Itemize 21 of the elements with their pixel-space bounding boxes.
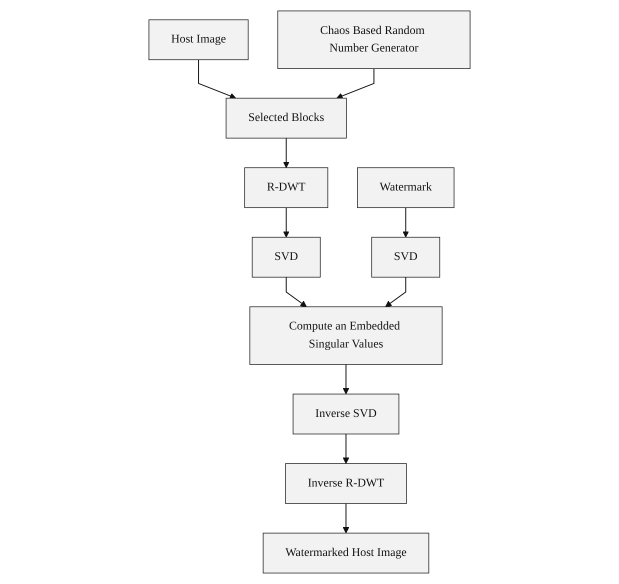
arrow [286,276,307,308]
arrow [282,207,290,238]
arrow [342,434,350,464]
node-box: Inverse SVD [292,394,400,434]
arrow [198,59,236,100]
arrow [385,276,406,308]
node-box: Inverse R-DWT [285,463,407,504]
node-box: Watermark [357,167,454,208]
node-box: SVD [371,236,440,278]
arrow [282,138,290,168]
arrow [342,364,350,394]
arrow [402,207,409,238]
arrow [342,503,350,534]
node-box: Chaos Based Random Number Generator [277,10,470,69]
arrow [336,68,374,100]
node-box: Host Image [148,19,249,60]
node-box: SVD [252,236,321,278]
node-box: Watermarked Host Image [262,532,430,574]
node-box: R-DWT [244,167,328,208]
node-box: Compute an Embedded Singular Values [249,306,442,365]
node-box: Selected Blocks [226,98,347,139]
